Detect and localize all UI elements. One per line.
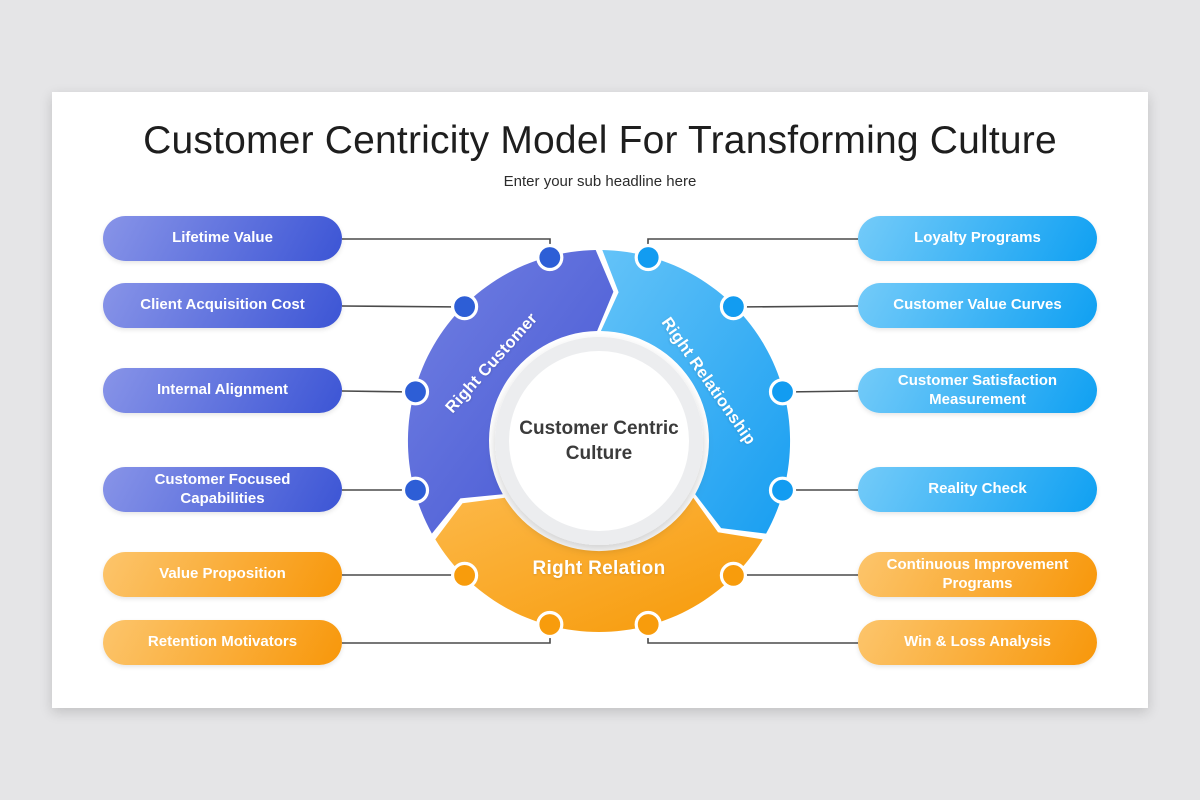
center-circle bbox=[509, 351, 689, 531]
pill-loyalty-programs: Loyalty Programs bbox=[858, 216, 1097, 261]
connector-line bbox=[342, 238, 551, 257]
connector-line bbox=[342, 625, 551, 644]
page-title: Customer Centricity Model For Transformi… bbox=[143, 119, 1057, 162]
connector-dot bbox=[451, 293, 479, 321]
connector-dot bbox=[634, 243, 662, 272]
pill-win-loss-analysis: Win & Loss Analysis bbox=[858, 620, 1097, 665]
connector-line bbox=[647, 625, 858, 644]
connector-dot bbox=[536, 610, 564, 639]
page-subtitle: Enter your sub headline here bbox=[503, 173, 697, 190]
pill-value-proposition: Value Proposition bbox=[103, 552, 342, 597]
connector-dot bbox=[719, 561, 748, 590]
segment-right-customer-shape bbox=[407, 250, 614, 534]
connector-dot bbox=[768, 476, 797, 504]
connector-dot bbox=[536, 243, 564, 272]
segment-label-right-relation: Right Relation bbox=[532, 558, 666, 579]
connector-line bbox=[732, 305, 859, 308]
connector-dot bbox=[634, 610, 662, 639]
connector-dot bbox=[401, 378, 430, 406]
segment-right-relationship-shape bbox=[600, 250, 791, 534]
center-circle-label: Customer Centric Culture bbox=[519, 418, 679, 464]
pill-reality-check: Reality Check bbox=[858, 467, 1097, 512]
connector-dot bbox=[719, 293, 748, 321]
pill-client-acquisition-cost: Client Acquisition Cost bbox=[103, 283, 342, 328]
pill-customer-satisfaction-measurement: Customer Satisfaction Measurement bbox=[858, 368, 1097, 413]
connector-dot bbox=[401, 476, 430, 504]
pill-lifetime-value: Lifetime Value bbox=[103, 216, 342, 261]
connector-dot bbox=[768, 378, 797, 406]
connector-line bbox=[341, 305, 466, 308]
connector-dot bbox=[451, 561, 479, 590]
pill-customer-value-curves: Customer Value Curves bbox=[858, 283, 1097, 328]
pill-retention-motivators: Retention Motivators bbox=[103, 620, 342, 665]
pill-internal-alignment: Internal Alignment bbox=[103, 368, 342, 413]
connector-line bbox=[647, 238, 858, 257]
pill-customer-focused-capabilities: Customer Focused Capabilities bbox=[103, 467, 342, 512]
segment-right-relation-shape bbox=[435, 497, 763, 632]
pill-continuous-improvement-programs: Continuous Improvement Programs bbox=[858, 552, 1097, 597]
